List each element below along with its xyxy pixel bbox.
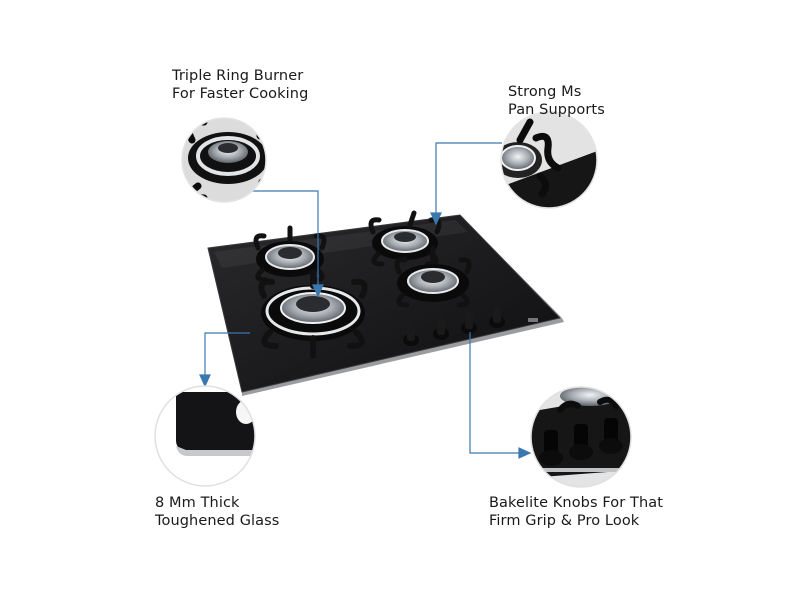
burner-back-right — [368, 210, 442, 267]
burner-front-right — [394, 245, 472, 308]
caption-line: Triple Ring Burner — [172, 68, 304, 84]
knob — [461, 312, 477, 334]
pointer-glass — [204, 332, 250, 376]
knob — [433, 318, 449, 340]
caption-bakelite-knobs: Bakelite Knobs For That Firm Grip & Pro … — [489, 494, 663, 530]
caption-line: Toughened Glass — [155, 513, 280, 529]
caption-line: Bakelite Knobs For That — [489, 495, 664, 511]
caption-pan-supports: Strong Ms Pan Supports — [508, 83, 605, 119]
zoom-knobs — [530, 386, 632, 488]
caption-line: For Faster Cooking — [172, 86, 309, 102]
burner-back-left — [253, 225, 327, 283]
gas-hob — [207, 210, 564, 396]
pointer-triple-ring — [238, 190, 319, 287]
pointer-pan-supports — [435, 142, 502, 215]
caption-line: Pan Supports — [508, 102, 605, 118]
caption-triple-ring-burner: Triple Ring Burner For Faster Cooking — [172, 67, 308, 103]
control-knobs — [403, 306, 538, 346]
brand-badge — [528, 318, 538, 322]
knob — [403, 324, 419, 346]
caption-toughened-glass: 8 Mm Thick Toughened Glass — [155, 494, 279, 530]
zoom-glass — [154, 385, 256, 487]
knob — [489, 306, 505, 328]
caption-line: Firm Grip & Pro Look — [489, 513, 640, 529]
zoom-pan-supports — [500, 111, 598, 209]
pointer-lines — [199, 142, 532, 459]
caption-line: Strong Ms — [508, 84, 582, 100]
burner-front-left-triple-ring — [258, 269, 368, 359]
pointer-knobs — [469, 332, 520, 454]
caption-line: 8 Mm Thick — [155, 495, 240, 511]
